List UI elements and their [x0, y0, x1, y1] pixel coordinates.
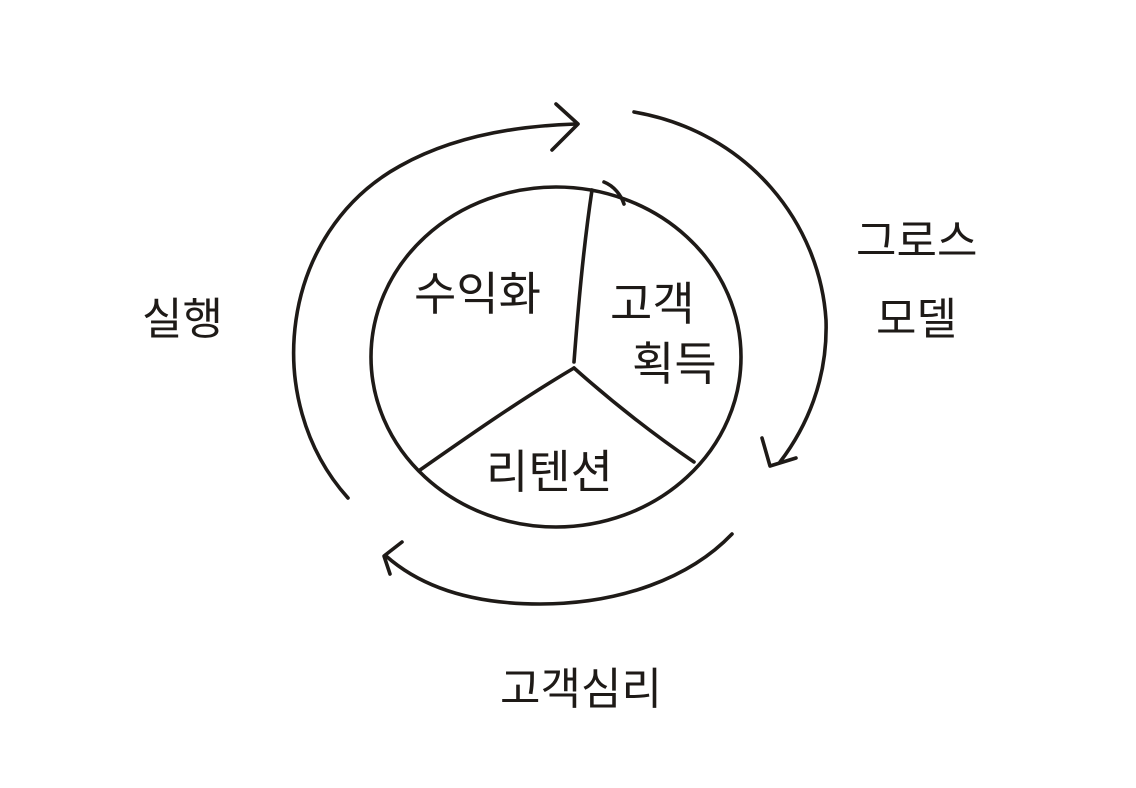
label-growth-model-line1: 그로스 [856, 216, 977, 267]
label-retention: 리텐션 [486, 445, 613, 499]
arc-growth-model [632, 110, 828, 464]
label-acquisition-line2: 획득 [632, 337, 717, 391]
label-execution: 실행 [142, 294, 223, 345]
label-monetization: 수익화 [414, 267, 541, 321]
arc-execution [291, 122, 578, 500]
divider-right [572, 366, 696, 464]
inner-circle [369, 185, 743, 529]
arc-customer-psychology [384, 532, 734, 606]
divider-top [572, 188, 594, 364]
arrowhead-top [550, 102, 580, 152]
arrowhead-right [760, 436, 798, 468]
divider-left [418, 366, 576, 472]
divider-top-hook [602, 180, 626, 206]
label-acquisition-line1: 고객 [610, 277, 695, 331]
label-customer-psychology: 고객심리 [500, 664, 662, 715]
label-growth-model-line2: 모델 [876, 294, 957, 345]
arrowhead-bottom [382, 540, 404, 576]
